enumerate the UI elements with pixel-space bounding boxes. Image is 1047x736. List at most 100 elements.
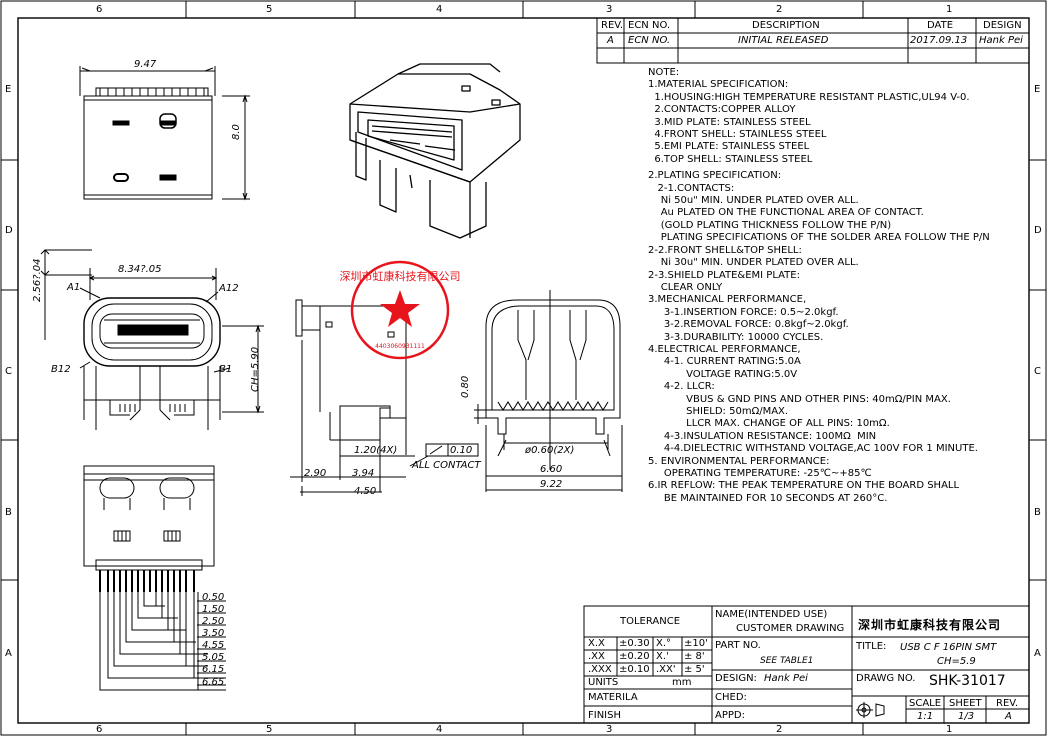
seal-number: 4403060931111 xyxy=(375,343,425,350)
note-line: Ni 50u" MIN. UNDER PLATED OVER ALL. xyxy=(648,195,859,207)
seal-text: 深圳市虹康科技有限公司 xyxy=(340,269,461,283)
pin-label-a12: A12 xyxy=(219,283,239,294)
note-line: VBUS & GND PINS AND OTHER PINS: 40mΩ/PIN… xyxy=(648,393,951,405)
description-value: INITIAL RELEASED xyxy=(738,35,829,46)
ched-label: CHED: xyxy=(715,692,747,703)
title-line-1: USB C F 16PIN SMT xyxy=(900,642,997,653)
dim-ch: CH=5.90 xyxy=(250,346,261,392)
design-value: Hank Pei xyxy=(979,35,1023,46)
rev-value: A xyxy=(607,35,614,46)
date-value: 2017.09.13 xyxy=(910,35,968,46)
grid-row-d: D xyxy=(5,225,13,236)
drawing-no-value: SHK-31017 xyxy=(929,673,1006,689)
grid-row-b: B xyxy=(5,507,12,518)
tol-row-3-b: ±0.10 xyxy=(619,664,650,675)
design-value: Hank Pei xyxy=(764,673,808,684)
isometric-view xyxy=(349,63,521,239)
grid-col-4-bottom: 4 xyxy=(436,724,443,735)
grid-col-5: 5 xyxy=(266,4,273,15)
pin-dim-615: 6.15 xyxy=(202,664,225,675)
design-header: DESIGN xyxy=(983,20,1022,31)
revision-table xyxy=(596,17,1030,64)
dim-hole: ø0.60(2X) xyxy=(525,445,575,456)
grid-row-a: A xyxy=(5,648,12,659)
note-line: OPERATING TEMPERATURE: -25℃~+85℃ xyxy=(648,468,872,479)
note-line: 1.MATERIAL SPECIFICATION: xyxy=(648,79,789,91)
part-value: SEE TABLE1 xyxy=(760,656,814,666)
specification-notes: NOTE:1.MATERIAL SPECIFICATION: 1.HOUSING… xyxy=(648,67,1040,505)
tol-row-3-a: .XXX xyxy=(588,664,612,675)
dim-290: 2.90 xyxy=(304,468,327,479)
grid-col-4: 4 xyxy=(436,4,443,15)
name-value: CUSTOMER DRAWING xyxy=(736,623,845,634)
note-line: LLCR MAX. CHANGE OF ALL PINS: 10mΩ. xyxy=(648,418,890,430)
name-label: NAME(INTENDED USE) xyxy=(715,609,828,620)
tol-row-2-b: ±0.20 xyxy=(619,651,650,662)
dim-top-height: 8.0 xyxy=(231,124,242,140)
note-line: VOLTAGE RATING:5.0V xyxy=(648,368,798,380)
tol-row-1-c: X.° xyxy=(656,638,672,649)
tolerance-label: TOLERANCE xyxy=(620,616,681,627)
note-line: 2-3.SHIELD PLATE&EMI PLATE: xyxy=(648,269,800,281)
note-line: Au PLATED ON THE FUNCTIONAL AREA OF CONT… xyxy=(648,207,924,219)
grid-row-c: C xyxy=(5,366,12,377)
pin-dim-050: 0.50 xyxy=(202,592,225,603)
tol-row-2-c: X.' xyxy=(656,651,669,662)
company-name: 深圳市虹康科技有限公司 xyxy=(858,618,1002,632)
part-label: PART NO. xyxy=(715,640,761,651)
pin-dim-350: 3.50 xyxy=(202,628,225,639)
grid-row-a-right: A xyxy=(1034,648,1041,659)
note-line: 3.MID PLATE: STAINLESS STEEL xyxy=(648,116,811,128)
sheet-label: SHEET xyxy=(949,698,982,709)
note-line: 6.TOP SHELL: STAINLESS STEEL xyxy=(648,153,813,165)
grid-row-c-right: C xyxy=(1034,366,1041,377)
rev-header: REV. xyxy=(601,20,623,31)
grid-col-5-bottom: 5 xyxy=(266,724,273,735)
dim-080: 0.80 xyxy=(460,375,471,398)
note-line: 4.ELECTRICAL PERFORMANCE, xyxy=(648,343,801,355)
note-line: 1.HOUSING:HIGH TEMPERATURE RESISTANT PLA… xyxy=(648,91,970,103)
date-header: DATE xyxy=(927,20,954,31)
pin-label-b1: B1 xyxy=(219,364,233,375)
note-line: BE MAINTAINED FOR 10 SECONDS AT 260°C. xyxy=(648,492,888,504)
grid-col-1-bottom: 1 xyxy=(946,724,953,735)
note-line: 4.FRONT SHELL: STAINLESS STEEL xyxy=(648,129,827,141)
dim-922: 9.22 xyxy=(540,479,563,490)
dim-front-pitch: 2.56?.04 xyxy=(32,258,43,302)
tol-row-3-d: ± 5' xyxy=(684,664,705,675)
grid-col-3-bottom: 3 xyxy=(606,724,613,735)
grid-col-2-bottom: 2 xyxy=(776,724,783,735)
pin-label-b12: B12 xyxy=(51,364,71,375)
tol-row-1-b: ±0.30 xyxy=(619,638,650,649)
grid-col-3: 3 xyxy=(606,4,613,15)
drawing-no-label: DRAWG NO. xyxy=(856,673,916,684)
design-label: DESIGN: xyxy=(715,673,757,684)
title-block xyxy=(583,605,1030,724)
pin-dim-150: 1.50 xyxy=(202,604,225,615)
finish-label: FINISH xyxy=(588,710,621,721)
top-view xyxy=(79,66,250,201)
grid-row-d-right: D xyxy=(1034,225,1042,236)
side-view xyxy=(290,299,479,496)
all-contact-label: ALL CONTACT xyxy=(412,460,481,471)
note-line: 2-1.CONTACTS: xyxy=(648,182,735,194)
grid-row-b-right: B xyxy=(1034,507,1041,518)
rev-label: REV. xyxy=(996,698,1018,709)
scale-value: 1:1 xyxy=(917,711,934,722)
dim-120-4x: 1.20(4X) xyxy=(354,445,398,456)
pin-dim-455: 4.55 xyxy=(202,640,225,651)
bottom-view xyxy=(83,465,226,691)
tol-row-1-d: ±10' xyxy=(684,638,708,649)
tol-row-3-c: .XX' xyxy=(656,664,676,675)
ecn-header: ECN NO. xyxy=(628,20,671,31)
grid-col-6: 6 xyxy=(96,4,103,15)
note-line: 2.CONTACTS:COPPER ALLOY xyxy=(648,104,796,116)
note-line: 5.EMI PLATE: STAINLESS STEEL xyxy=(648,141,810,153)
grid-row-e: E xyxy=(5,84,12,95)
note-line: PLATING SPECIFICATIONS OF THE SOLDER ARE… xyxy=(648,232,990,244)
note-line: (GOLD PLATING THICKNESS FOLLOW THE P/N) xyxy=(648,219,892,231)
pin-dim-665: 6.65 xyxy=(202,677,225,688)
appd-label: APPD: xyxy=(715,710,745,721)
